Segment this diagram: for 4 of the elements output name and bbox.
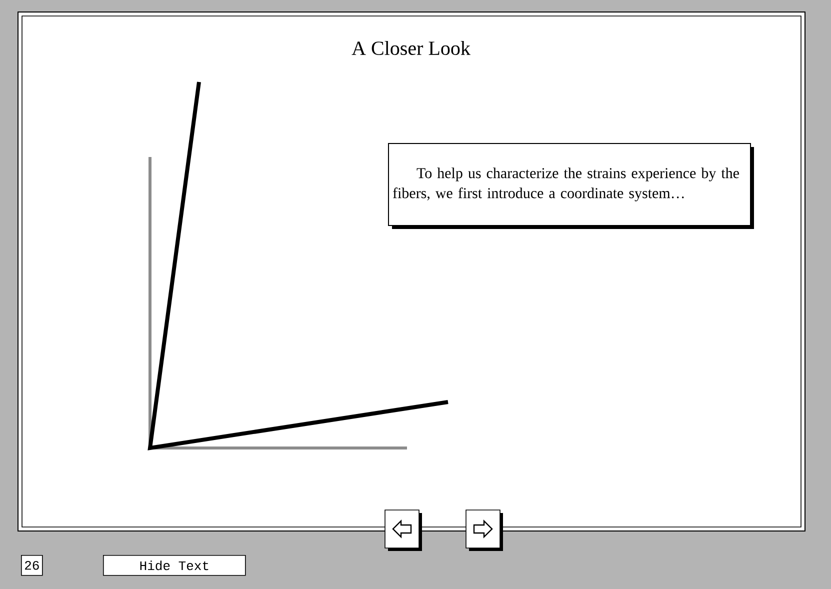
page-number: 26	[21, 554, 43, 576]
slide-title: A Closer Look	[352, 40, 470, 56]
hide-text-button: Hide Text	[103, 554, 246, 576]
text-box: To help us characterize the strains experience by the fibers, we first introduce a coordinate system…	[388, 143, 754, 229]
